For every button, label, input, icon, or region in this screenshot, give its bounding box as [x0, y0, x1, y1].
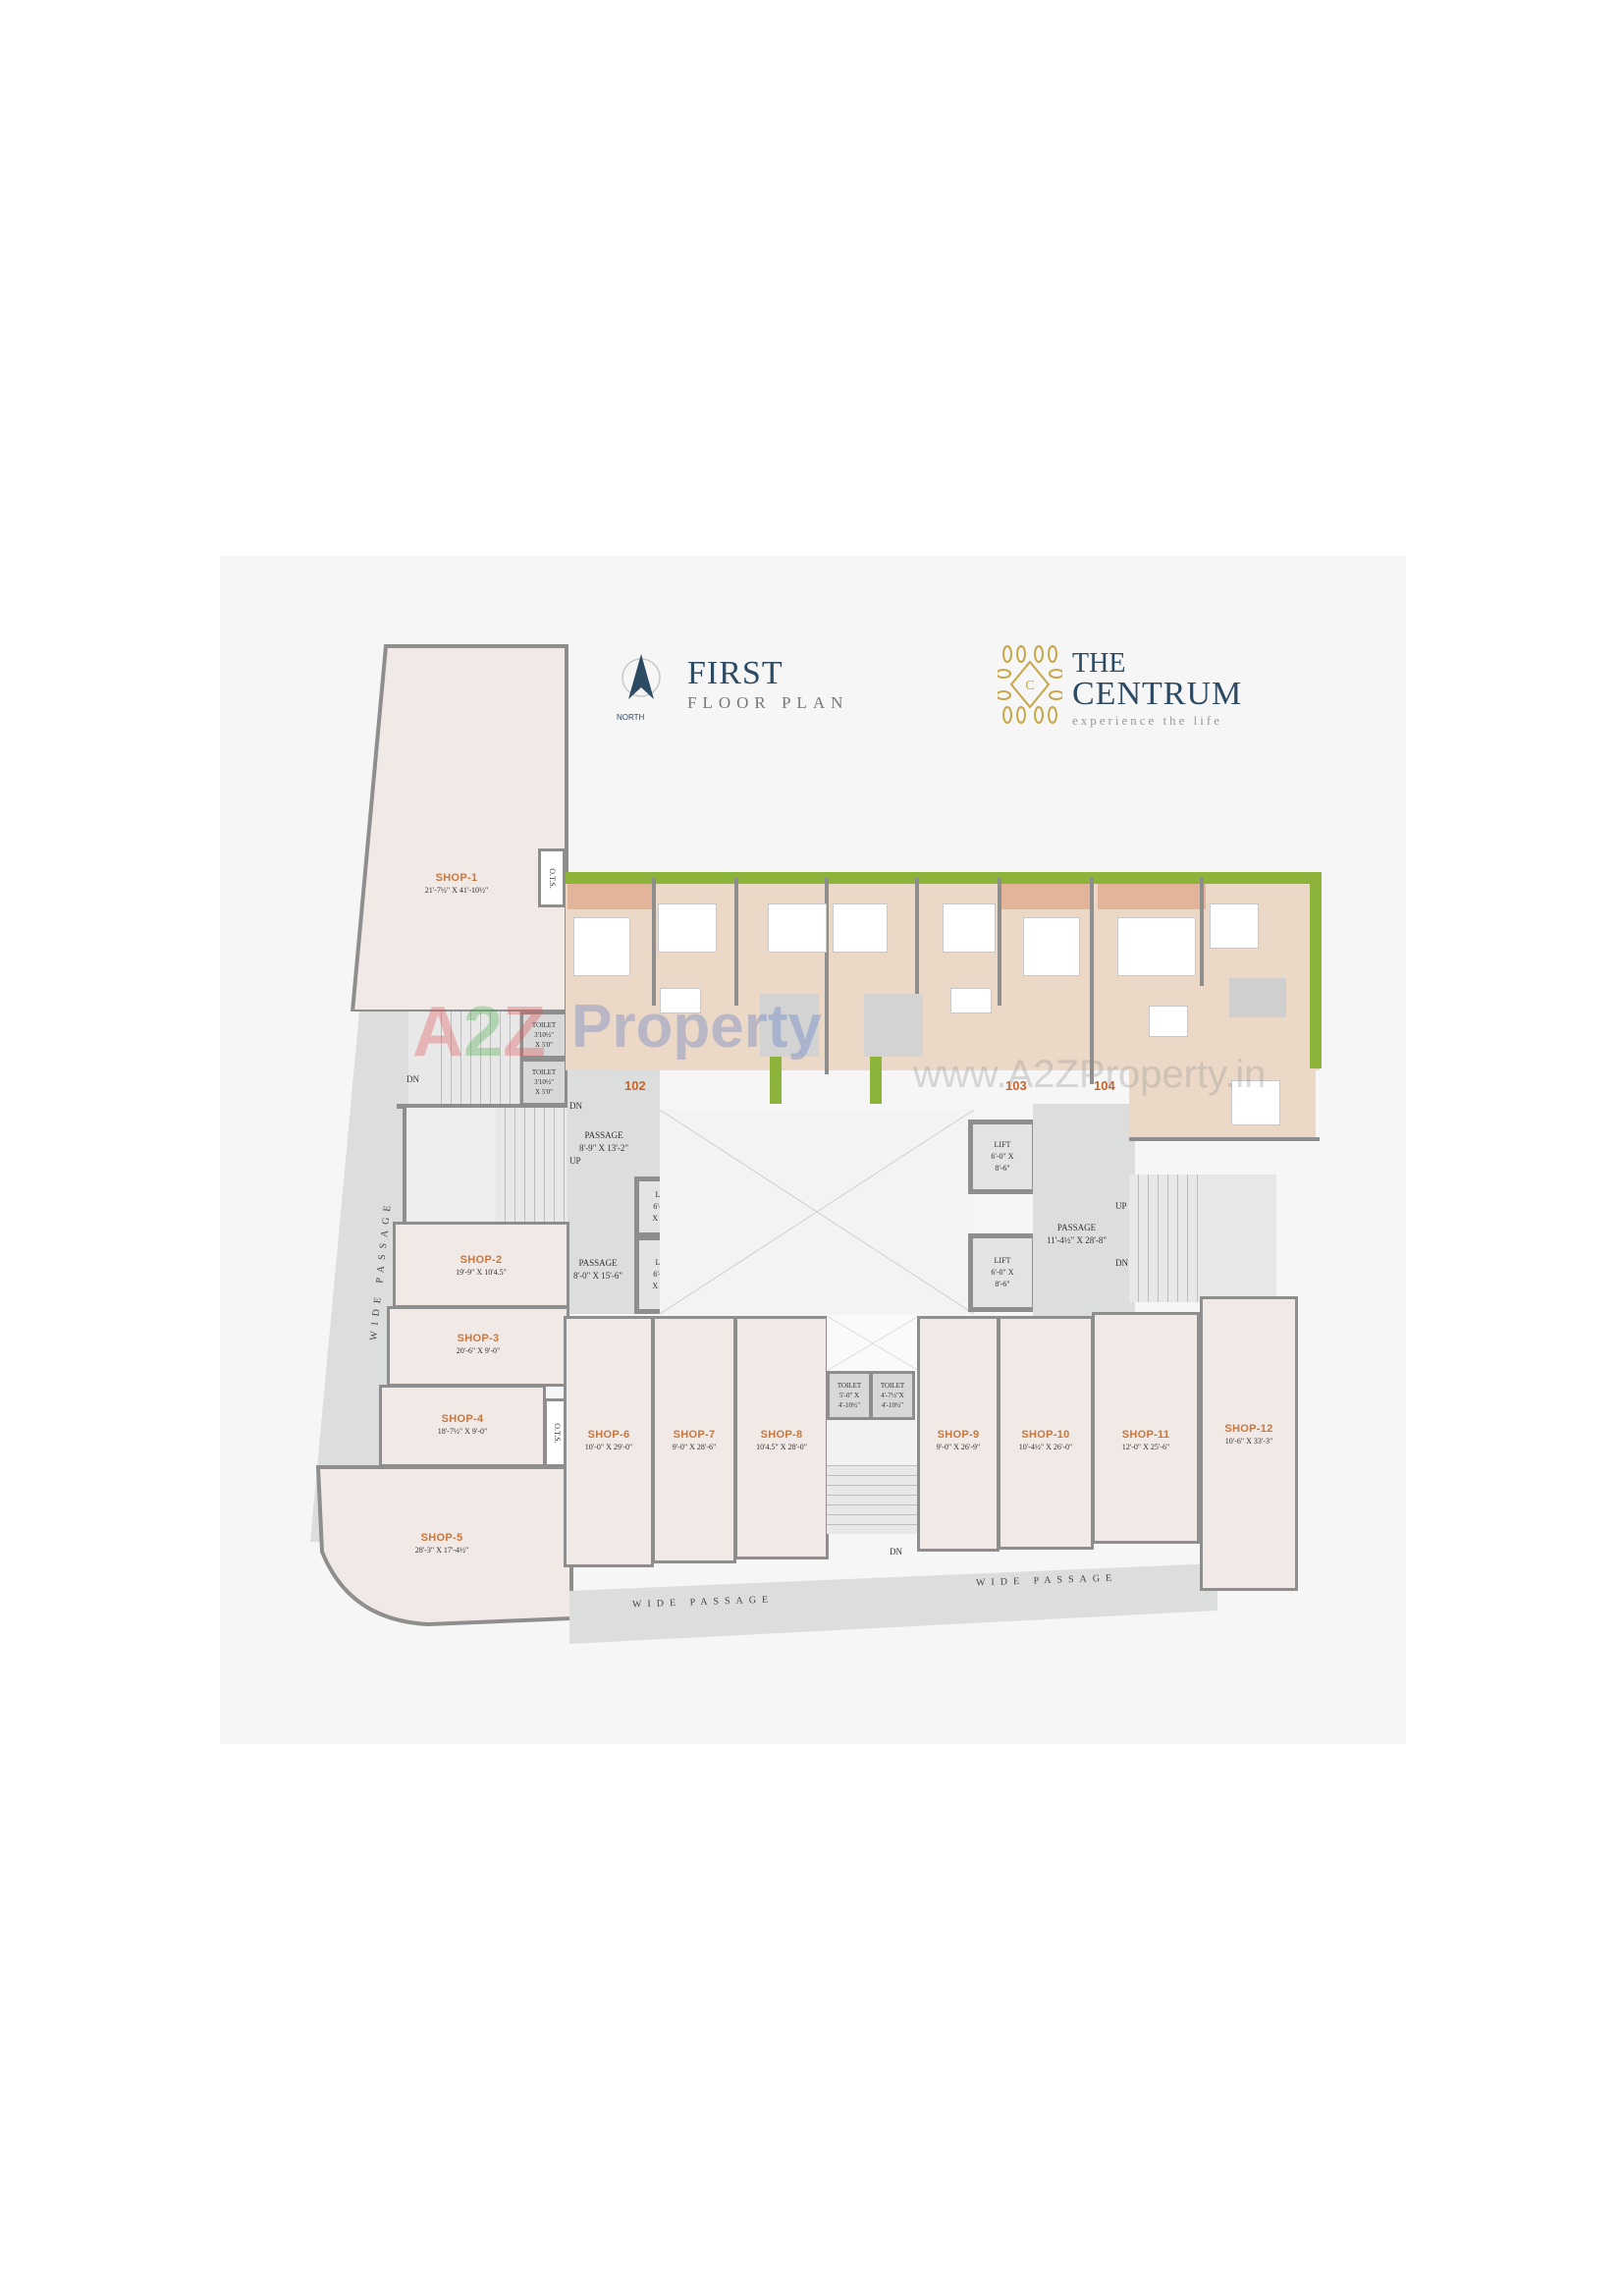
- unit-102[interactable]: 102: [624, 1078, 646, 1093]
- stair-up-label-1: UP: [569, 1156, 581, 1166]
- stair-dn-label-3: DN: [1115, 1258, 1128, 1268]
- stair-block-wall: [397, 1104, 571, 1109]
- apt-bottom-wall: [1129, 1137, 1320, 1141]
- stairs-bottom[interactable]: [827, 1465, 919, 1534]
- bath-104: [1229, 978, 1286, 1017]
- central-void: [660, 1110, 974, 1314]
- bed-5: [1210, 903, 1259, 949]
- toilet-3: TOILET 5'-0" X 4'-10½": [827, 1371, 872, 1420]
- stairs-right[interactable]: [1129, 1175, 1202, 1302]
- apt-wall-4: [915, 878, 919, 1006]
- bed-2: [768, 903, 827, 953]
- shop-5[interactable]: [310, 1463, 575, 1640]
- planter-1: [770, 1057, 782, 1104]
- dining-103: [950, 988, 992, 1013]
- right-side-void: [1202, 1175, 1276, 1302]
- title-first: FIRST: [687, 655, 784, 691]
- brand-tagline: experience the life: [1072, 713, 1222, 728]
- passage-left-lower: [568, 1184, 638, 1314]
- apt-wall-1: [652, 878, 656, 1006]
- brand-monogram-icon: C: [996, 644, 1064, 725]
- planter-2: [870, 1057, 882, 1104]
- apt-wall-5: [998, 878, 1001, 1006]
- bed-6: [1231, 1080, 1280, 1125]
- passage-label-2: PASSAGE 8'-0" X 15'-6": [573, 1258, 623, 1281]
- passage-label-3: PASSAGE 11'-4½" X 28'-8": [1047, 1223, 1108, 1245]
- stairs-upper-left: [432, 1011, 520, 1106]
- toilet-1: TOILET 3'10½" X 5'0": [520, 1011, 568, 1059]
- page-title: FIRST FLOOR PLAN: [687, 656, 848, 713]
- bath-1: [760, 994, 819, 1057]
- unit-103[interactable]: 103: [1005, 1078, 1027, 1093]
- brand-wordmark: THE CENTRUM experience the life: [1072, 650, 1242, 729]
- passage-right: [1033, 1104, 1135, 1316]
- north-arrow: NORTH: [617, 648, 664, 727]
- apt-wall-2: [734, 878, 738, 1006]
- svg-text:C: C: [1025, 679, 1034, 693]
- deck-104: [1098, 884, 1206, 909]
- brand-centrum: CENTRUM: [1072, 676, 1243, 712]
- north-label: NORTH: [617, 713, 645, 722]
- bath-2: [864, 994, 923, 1057]
- unit-104[interactable]: 104: [1094, 1078, 1115, 1093]
- lift-4: LIFT 6'-0" X 8'-6": [968, 1233, 1037, 1312]
- apt-wall-6: [1090, 878, 1094, 1084]
- passage-label-1: PASSAGE 8'-9" X 13'-2": [579, 1130, 629, 1153]
- deck-103: [1001, 884, 1090, 909]
- sofa-104: [1117, 917, 1196, 976]
- bed-4: [943, 903, 996, 953]
- brand-the: THE: [1072, 648, 1126, 679]
- sofa-103: [1023, 917, 1080, 976]
- title-floor-plan: FLOOR PLAN: [687, 693, 849, 712]
- apt-wall-7: [1200, 878, 1204, 986]
- stairs-left[interactable]: [496, 1108, 568, 1226]
- stair-landing-bottom: [827, 1420, 919, 1465]
- bottom-wide-passage: [569, 1563, 1217, 1644]
- balcony-planter-right: [1310, 872, 1322, 1068]
- apt-wall-3: [825, 878, 829, 1074]
- stair-dn-label-2: DN: [569, 1101, 582, 1111]
- toilet-2: TOILET 3'10½" X 5'0": [520, 1059, 568, 1106]
- sofa-102: [573, 917, 630, 976]
- apartment-104-bedroom: [1129, 1070, 1316, 1139]
- stair-up-label-2: UP: [1115, 1201, 1127, 1211]
- dining-102: [660, 988, 701, 1013]
- shop-1-label: SHOP-1 21'-7½" X 41'-10½": [424, 872, 489, 895]
- passage-left-upper: [568, 1066, 660, 1184]
- shop-1[interactable]: [349, 638, 569, 1011]
- toilet-4: TOILET 4'-7½"X 4'-10½": [870, 1371, 915, 1420]
- shop-5-label: SHOP-5 28'-3" X 17'-4½": [414, 1532, 469, 1555]
- stair-dn-label-1: DN: [406, 1074, 419, 1084]
- north-arrow-icon: [622, 654, 661, 699]
- bed-3: [833, 903, 888, 953]
- stair-dn-label-4: DN: [890, 1547, 902, 1557]
- lift-3: LIFT 6'-0" X 8'-6": [968, 1120, 1037, 1194]
- bed-1: [658, 903, 717, 953]
- dining-104: [1149, 1006, 1188, 1037]
- ots-shaft-1: O.T.S.: [538, 848, 566, 907]
- deck-102: [568, 884, 652, 909]
- stair-void-bottom: [827, 1316, 919, 1371]
- balcony-planter: [566, 872, 1320, 884]
